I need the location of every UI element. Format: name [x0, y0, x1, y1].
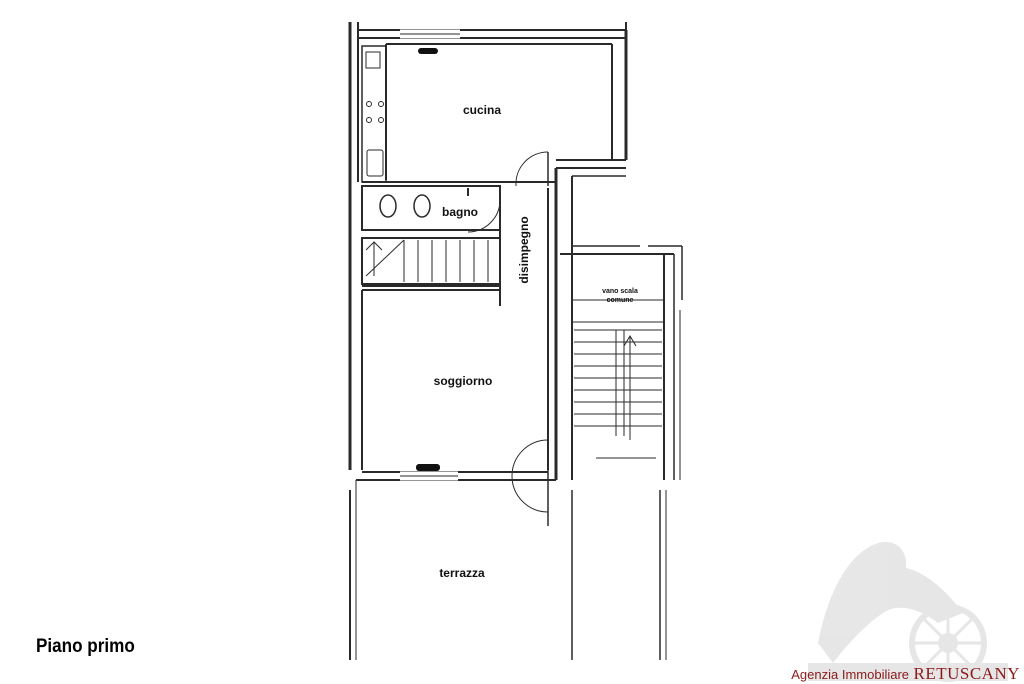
- room-label-disimpegno: disimpegno: [517, 216, 531, 283]
- radiator-icon: [416, 48, 440, 471]
- floor-title: Piano primo: [36, 636, 135, 657]
- agency-branding: Agenzia Immobiliare RETUSCANY: [791, 664, 1020, 684]
- watermark-logo: [808, 542, 1008, 682]
- room-label-soggiorno: soggiorno: [434, 374, 493, 388]
- room-label-bagno: bagno: [442, 205, 478, 219]
- room-label-vano-scala: vano scala: [602, 288, 638, 295]
- room-label-cucina: cucina: [463, 103, 501, 117]
- room-label-terrazza: terrazza: [439, 566, 485, 580]
- room-label-vano-scala-2: comune: [607, 297, 634, 304]
- agency-brand: RETUSCANY: [913, 664, 1020, 683]
- walls: [348, 22, 683, 660]
- agency-prefix: Agenzia Immobiliare: [791, 667, 910, 682]
